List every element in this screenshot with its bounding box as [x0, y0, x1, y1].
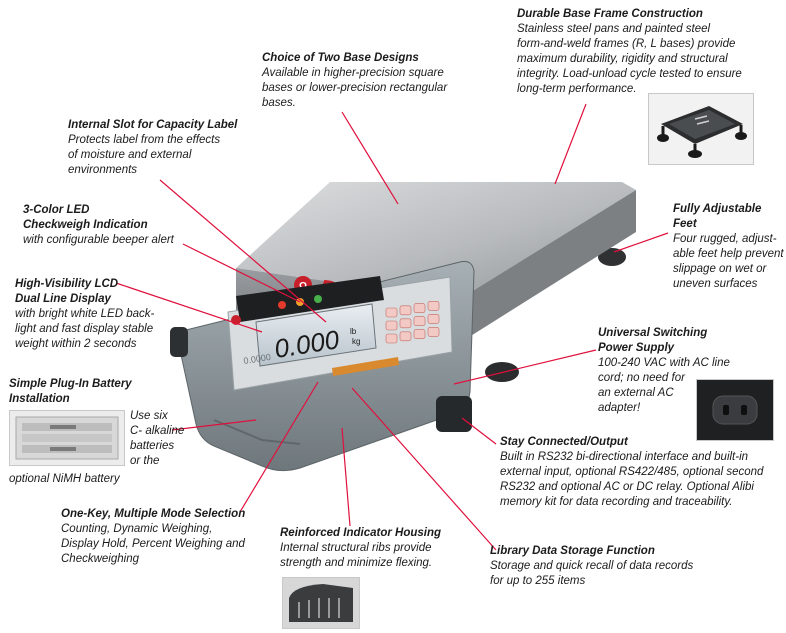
callout-one-key: One-Key, Multiple Mode Selection Countin… — [61, 507, 271, 567]
keypad-key[interactable] — [413, 329, 426, 339]
leader-lcd — [115, 282, 263, 333]
callout-base-frame: Durable Base Frame Construction Stainles… — [517, 7, 782, 97]
keypad-key[interactable] — [413, 316, 426, 326]
leader-feet — [613, 232, 669, 253]
keypad-key[interactable] — [385, 307, 398, 318]
indicator-knob-right — [436, 396, 472, 432]
callout-library: Library Data Storage Function Storage an… — [490, 544, 730, 589]
leader-lines — [115, 103, 669, 551]
callout-base-designs-body: Available in higher-precision square bas… — [262, 67, 448, 109]
callout-feet: Fully Adjustable Feet Four rugged, adjus… — [673, 202, 785, 292]
leader-power — [453, 349, 597, 385]
callout-base-frame-body: Stainless steel pans and painted steel f… — [517, 23, 742, 95]
callout-led-title: 3-Color LED Checkweigh Indication — [23, 204, 148, 231]
keypad — [385, 301, 440, 344]
housing-ribs-photo — [282, 577, 360, 629]
platform-pan — [236, 182, 636, 300]
mode-key-strip[interactable] — [332, 357, 399, 376]
leader-output — [461, 417, 497, 445]
callout-led: 3-Color LED Checkweigh Indication with c… — [23, 203, 213, 248]
leader-housing — [341, 427, 351, 527]
faceplate-secondary-readout: 0.0000 — [243, 352, 272, 366]
keypad-key[interactable] — [385, 333, 398, 344]
callout-output-title: Stay Connected/Output — [500, 436, 628, 448]
base-frame-photo — [648, 93, 754, 165]
indicator-knob-left — [170, 327, 188, 357]
callout-battery-body-text: Use six C- alkaline batteries or the — [130, 410, 185, 467]
lcd-unit-bottom: kg — [352, 337, 360, 346]
callout-battery-title: Simple Plug-In Battery Installation — [9, 378, 132, 405]
callout-battery-body2-text: optional NiMH battery — [9, 473, 120, 485]
callout-power-body: 100-240 VAC with AC line cord; no need f… — [598, 357, 730, 414]
callout-housing-body: Internal structural ribs provide strengt… — [280, 542, 433, 569]
callout-power: Universal Switching Power Supply 100-240… — [598, 326, 738, 416]
leader-battery — [171, 419, 257, 431]
callout-output-body: Built in RS232 bi-directional interface … — [500, 451, 764, 508]
callout-lcd-title: High-Visibility LCD Dual Line Display — [15, 278, 119, 305]
keypad-key[interactable] — [427, 301, 440, 311]
callout-capacity-slot-body: Protects label from the effects of moist… — [68, 134, 221, 176]
callout-output: Stay Connected/Output Built in RS232 bi-… — [500, 435, 785, 510]
callout-one-key-title: One-Key, Multiple Mode Selection — [61, 508, 246, 520]
callout-feet-body: Four rugged, adjust- able feet help prev… — [673, 233, 784, 290]
leader-led — [182, 243, 301, 303]
callout-library-body: Storage and quick recall of data records… — [490, 560, 694, 587]
keypad-key[interactable] — [427, 314, 440, 324]
housing-front-rib — [213, 419, 301, 445]
platform-side-edge — [458, 190, 636, 344]
callout-battery: Simple Plug-In Battery Installation — [9, 377, 169, 407]
callout-base-designs-title: Choice of Two Base Designs — [262, 52, 419, 64]
keypad-key[interactable] — [385, 320, 398, 331]
callout-power-title: Universal Switching Power Supply — [598, 327, 708, 354]
callout-library-title: Library Data Storage Function — [490, 545, 655, 557]
callout-housing-title: Reinforced Indicator Housing — [280, 527, 442, 539]
callout-battery-body: Use six C- alkaline batteries or the — [130, 409, 200, 469]
led-green — [314, 295, 322, 303]
leader-designs — [341, 111, 399, 205]
ac-socket-photo — [696, 379, 774, 441]
svg-text:Ω: Ω — [299, 281, 307, 292]
indicator-top-band — [236, 276, 384, 322]
keypad-key[interactable] — [399, 318, 412, 329]
callout-housing: Reinforced Indicator Housing Internal st… — [280, 526, 480, 571]
keypad-key[interactable] — [427, 327, 440, 337]
keypad-key[interactable] — [399, 305, 412, 316]
leader-library — [351, 387, 497, 551]
callout-led-body: with configurable beeper alert — [23, 234, 174, 246]
leader-slot — [159, 179, 327, 323]
callout-lcd-body: with bright white LED back- light and fa… — [15, 308, 155, 350]
keypad-key[interactable] — [413, 303, 426, 313]
callout-capacity-slot-title: Internal Slot for Capacity Label — [68, 119, 238, 131]
callout-feet-title: Fully Adjustable Feet — [673, 203, 762, 230]
callout-base-frame-title: Durable Base Frame Construction — [517, 8, 703, 20]
led-red — [278, 301, 286, 309]
callout-one-key-body: Counting, Dynamic Weighing, Display Hold… — [61, 523, 245, 565]
callout-capacity-slot: Internal Slot for Capacity Label Protect… — [68, 118, 268, 178]
foot-back-right — [598, 248, 626, 266]
callout-battery-body2: optional NiMH battery — [9, 472, 169, 487]
keypad-key[interactable] — [399, 331, 412, 342]
callout-base-designs: Choice of Two Base Designs Available in … — [262, 51, 472, 111]
lcd-unit-top: lb — [350, 327, 357, 336]
battery-tray-photo — [9, 410, 125, 466]
callout-lcd: High-Visibility LCD Dual Line Display wi… — [15, 277, 215, 352]
leader-base — [554, 103, 587, 185]
leader-onekey — [239, 381, 319, 513]
lcd-display — [255, 303, 377, 367]
